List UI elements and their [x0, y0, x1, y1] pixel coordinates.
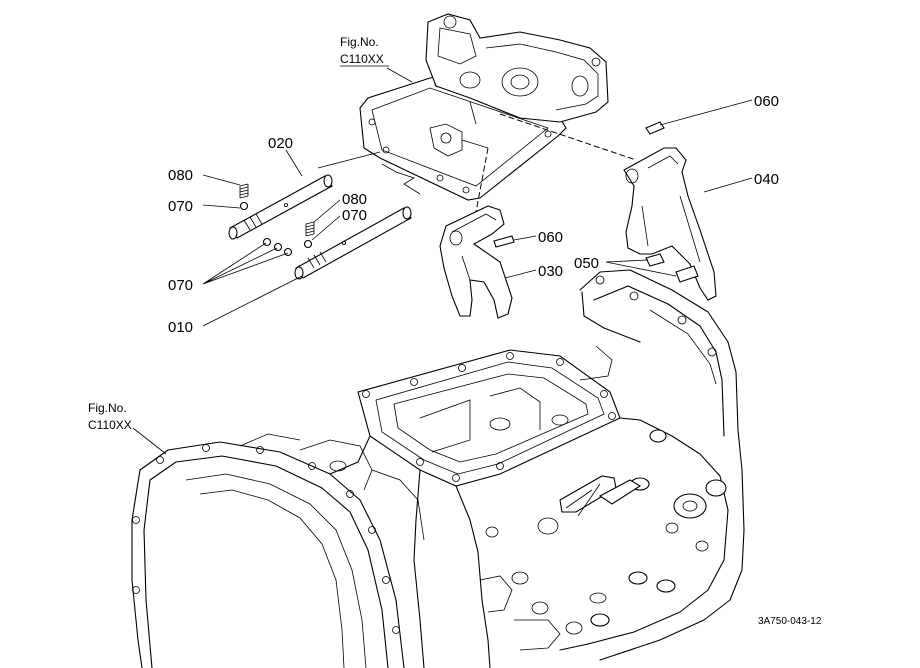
figure-reference-left: Fig.No. C110XX: [88, 401, 132, 432]
detent-springs: [239, 183, 315, 237]
part-label-080: 080: [342, 191, 367, 208]
shift-rod-020: [228, 174, 333, 240]
part-label-080: 080: [168, 167, 193, 184]
part-label-010: 010: [168, 319, 193, 336]
part-label-070: 070: [342, 207, 367, 224]
drawing-code: 3A750-043-12: [758, 616, 822, 627]
fig-ref-prefix: Fig.No.: [340, 35, 379, 49]
figure-reference-top: Fig.No. C110XX: [340, 35, 389, 67]
part-label-020: 020: [268, 135, 293, 152]
leader-lines: [132, 67, 753, 455]
part-label-060: 060: [538, 229, 563, 246]
transmission-case: [131, 269, 745, 668]
part-label-070: 070: [168, 198, 193, 215]
shift-fork-040: [623, 121, 717, 301]
fig-ref-code: C110XX: [340, 52, 384, 66]
part-label-040: 040: [754, 171, 779, 188]
part-label-030: 030: [538, 263, 563, 280]
part-label-070: 070: [168, 277, 193, 294]
shift-fork-030: [439, 205, 515, 319]
shift-rod-010: [294, 206, 412, 280]
part-label-050: 050: [574, 255, 599, 272]
fig-ref-prefix: Fig.No.: [88, 401, 127, 415]
shift-cover-assembly: [359, 13, 637, 213]
fig-ref-code: C110XX: [88, 418, 132, 432]
part-label-060: 060: [754, 93, 779, 110]
